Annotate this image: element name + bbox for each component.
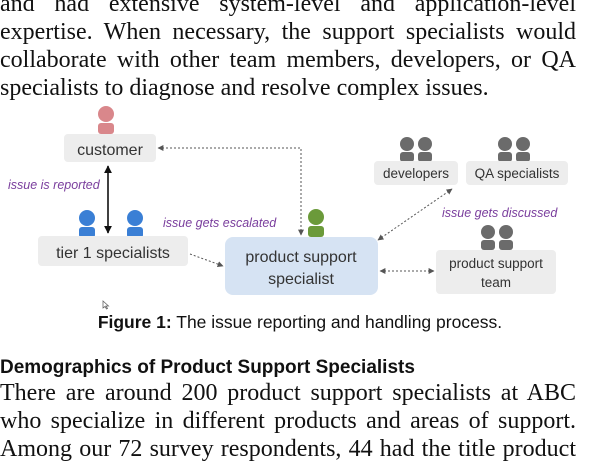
specialist-label-line2: specialist	[268, 271, 334, 288]
team-label-line1: product support	[449, 256, 543, 271]
qa-people-icon	[498, 137, 530, 162]
paragraph-line: collaborate with other team members, dev…	[0, 47, 576, 73]
discussed-edge	[377, 188, 453, 241]
team-label-line2: team	[481, 275, 511, 290]
figure-caption: Figure 1: The issue reporting and handli…	[0, 312, 600, 333]
tier1-label: tier 1 specialists	[56, 245, 170, 262]
specialist-person-icon	[308, 209, 324, 237]
section-heading: Demographics of Product Support Speciali…	[0, 357, 415, 378]
paragraph-line: and had extensive system-level and appli…	[0, 0, 576, 17]
escalated-edge	[189, 253, 224, 267]
developers-people-icon	[400, 137, 432, 162]
process-diagram: customer tier 1 specialists product supp…	[8, 106, 568, 295]
team-people-icon	[481, 225, 513, 250]
qa-box	[466, 161, 568, 185]
paragraph-line: who specialize in different products and…	[0, 408, 576, 434]
tier1-box	[38, 236, 188, 266]
tier1-person-icon	[79, 210, 95, 238]
figure-caption-label: Figure 1:	[97, 312, 172, 332]
customer-box	[64, 134, 156, 162]
paragraph-line: expertise. When necessary, the support s…	[0, 19, 576, 45]
discussed-edge-label: issue gets discussed	[442, 206, 558, 220]
customer-person-icon	[98, 106, 114, 134]
specialist-box	[225, 237, 378, 295]
reported-edge-label: issue is reported	[8, 178, 101, 192]
specialist-customer-edge	[157, 145, 304, 236]
paragraph-line: specialists to diagnose and resolve comp…	[0, 75, 489, 101]
tier1-person-icon	[127, 210, 143, 238]
figure-caption-text: The issue reporting and handling process…	[171, 312, 503, 332]
qa-label: QA specialists	[475, 166, 560, 181]
team-box	[436, 250, 556, 294]
paragraph-line: Among our 72 survey respondents, 44 had …	[0, 436, 576, 462]
paragraph-line: There are around 200 product support spe…	[0, 380, 576, 406]
customer-label: customer	[77, 142, 143, 159]
developers-label: developers	[383, 166, 449, 181]
mouse-cursor-icon	[102, 300, 110, 310]
specialist-label-line1: product support	[245, 249, 357, 266]
developers-box	[374, 161, 458, 185]
escalated-edge-label: issue gets escalated	[163, 216, 277, 230]
